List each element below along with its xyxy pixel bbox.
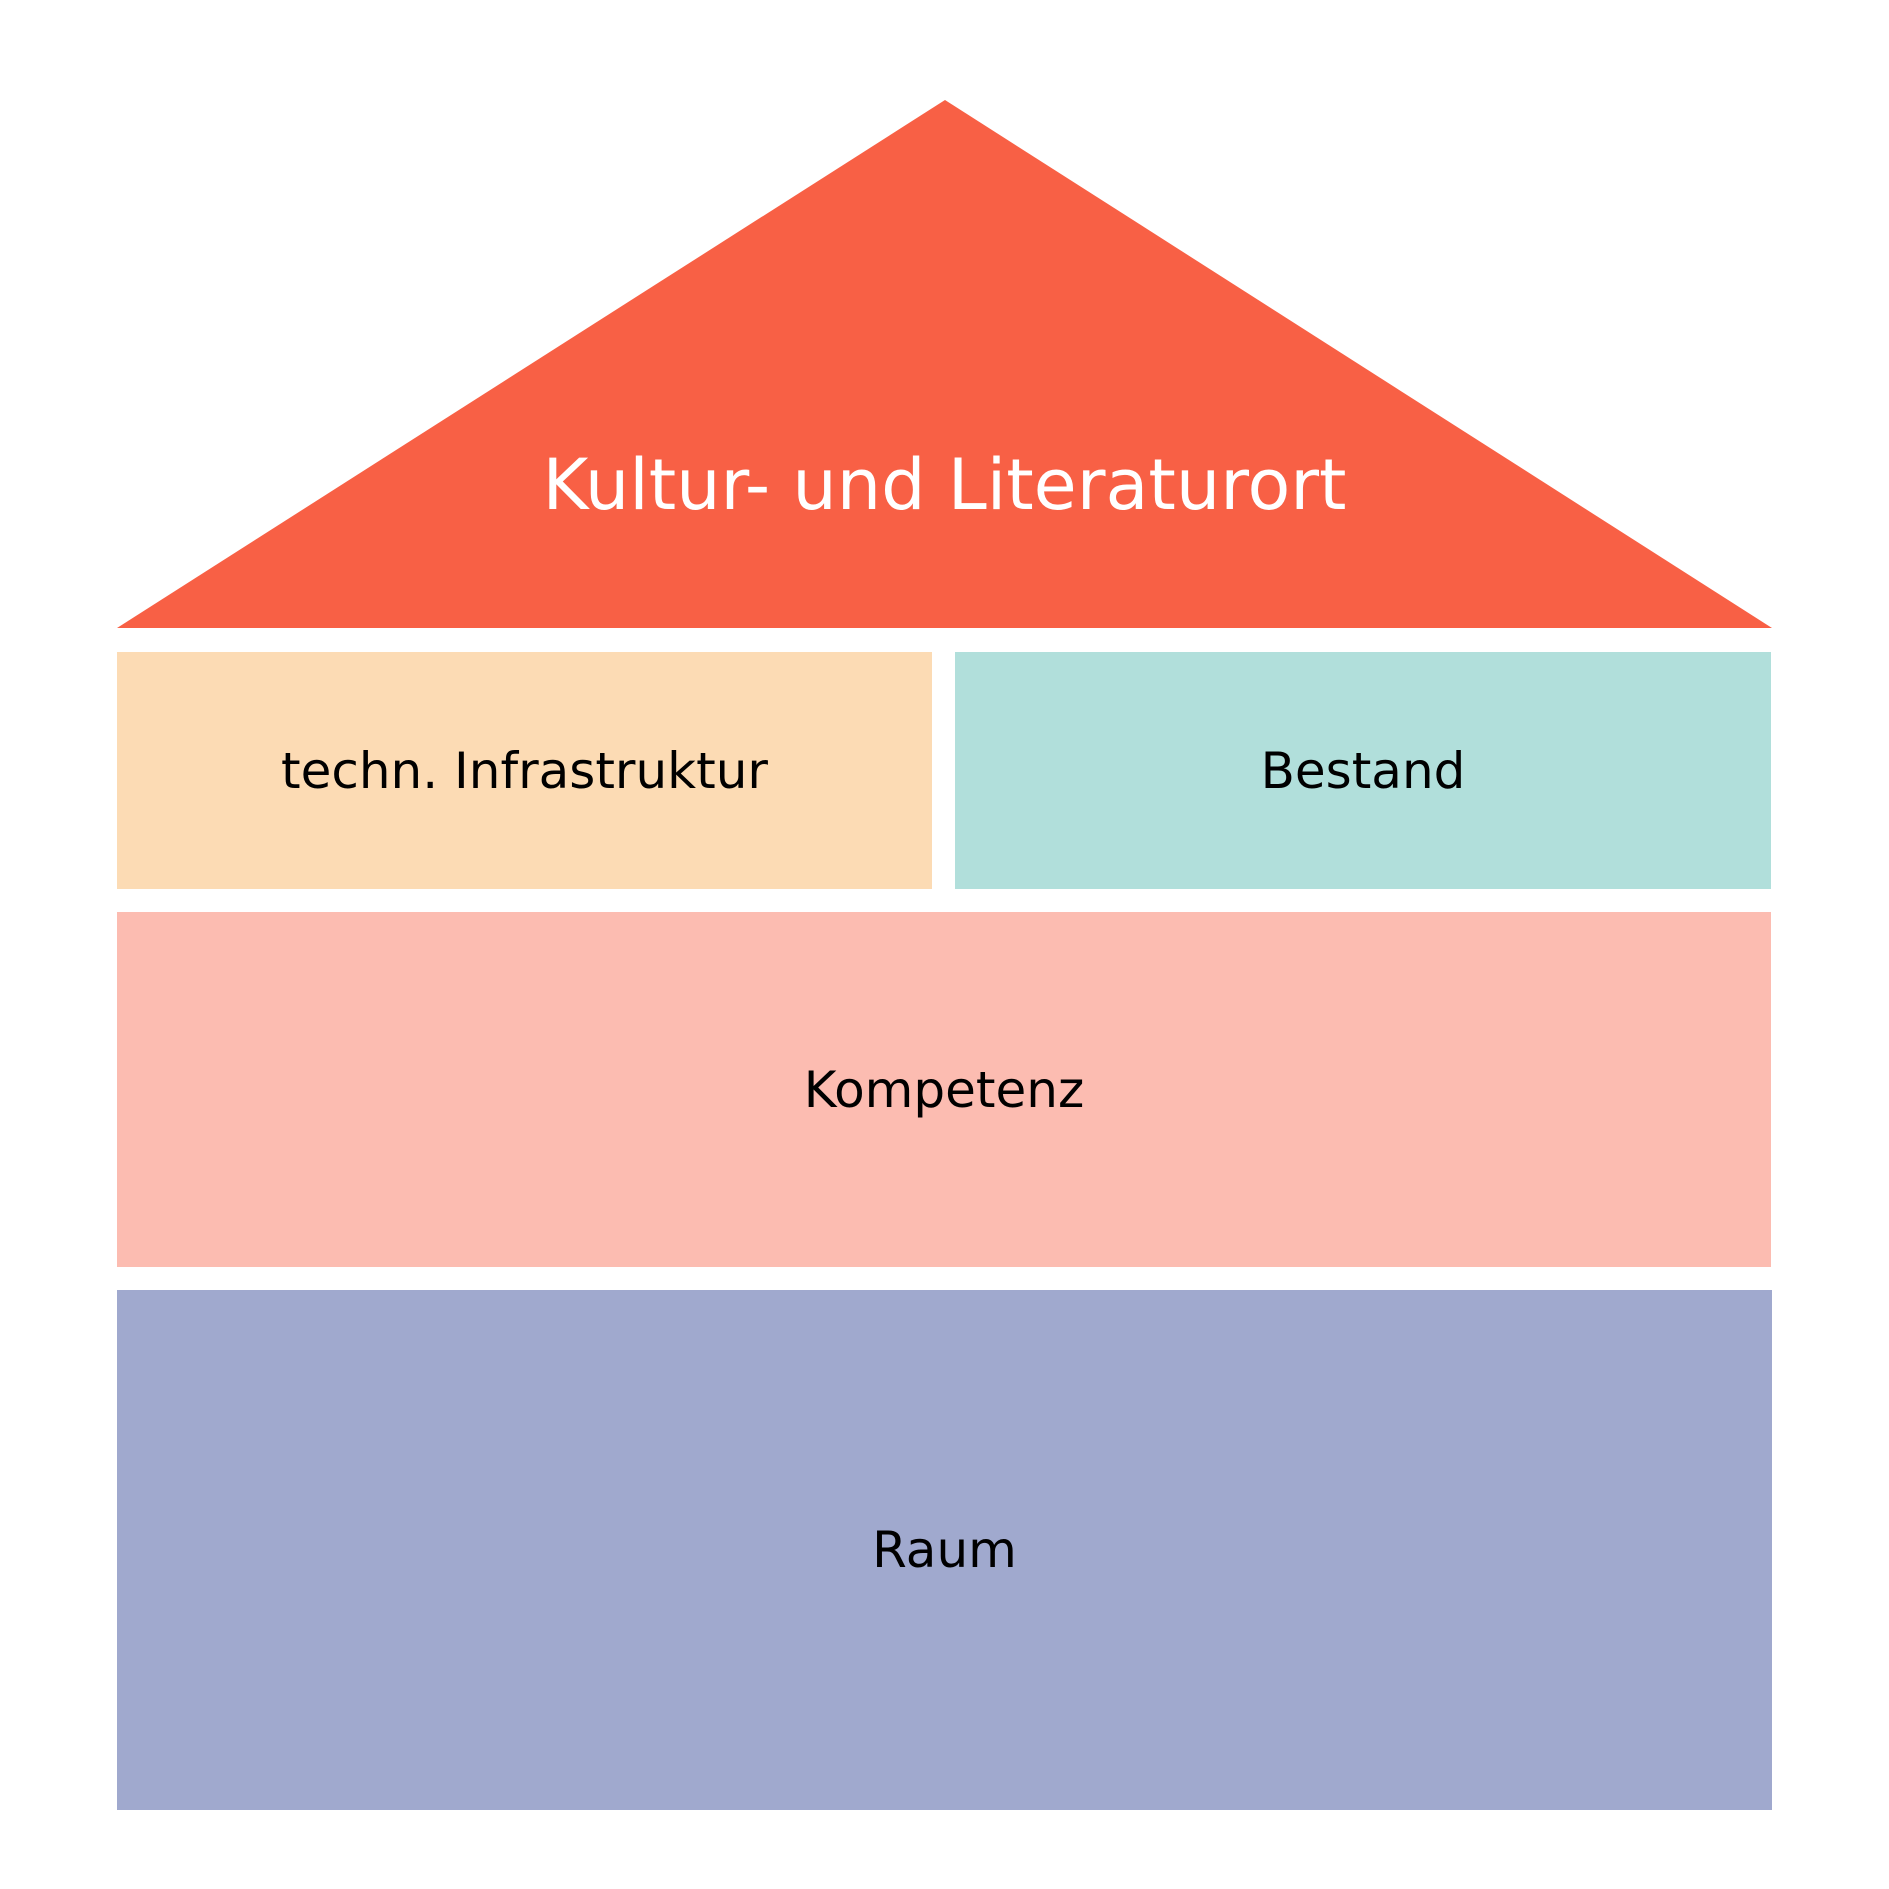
- pillar-collection-label: Bestand: [1260, 741, 1466, 800]
- pillar-collection: Bestand: [955, 652, 1771, 889]
- layer-space: Raum: [117, 1290, 1772, 1810]
- roof-triangle: [117, 100, 1772, 628]
- layer-competence: Kompetenz: [117, 912, 1771, 1267]
- layer-competence-label: Kompetenz: [803, 1060, 1085, 1119]
- layer-space-label: Raum: [872, 1521, 1017, 1579]
- pillar-technical-infrastructure-label: techn. Infrastruktur: [281, 741, 768, 800]
- roof-label: Kultur- und Literaturort: [542, 444, 1347, 526]
- roof-shape: [117, 100, 1772, 628]
- pillar-technical-infrastructure: techn. Infrastruktur: [117, 652, 932, 889]
